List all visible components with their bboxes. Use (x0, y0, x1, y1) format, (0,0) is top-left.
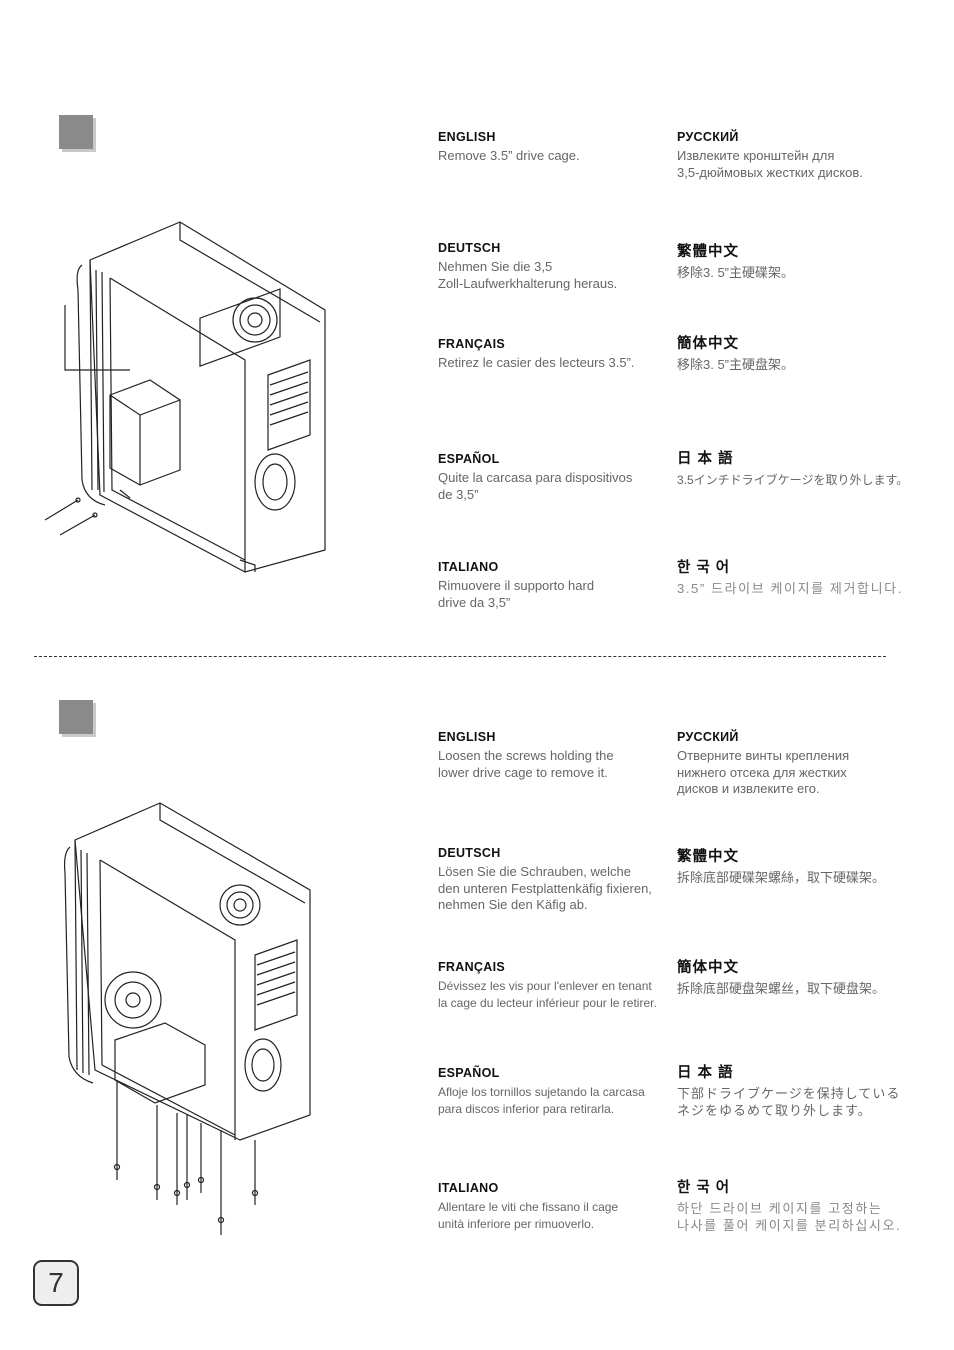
lang-heading: FRANÇAIS (438, 337, 505, 351)
step2-german: DEUTSCH Lösen Sie die Schrauben, welche … (438, 846, 673, 914)
step2-french: FRANÇAIS Dévissez les vis pour l'enlever… (438, 960, 673, 1011)
step1-english: ENGLISH Remove 3.5” drive cage. (438, 130, 673, 165)
lang-heading: РУССКИЙ (677, 130, 739, 144)
step2-italian: ITALIANO Allentare le viti che fissano i… (438, 1181, 673, 1232)
step-1-marker (59, 115, 93, 149)
page-number: 7 (33, 1260, 79, 1306)
case-illustration-step-1 (44, 221, 326, 573)
step1-italian: ITALIANO Rimuovere il supporto hard driv… (438, 560, 673, 611)
lang-text: Nehmen Sie die 3,5 Zoll-Laufwerkhalterun… (438, 259, 618, 291)
lang-text: 하단 드라이브 케이지를 고정하는 나사를 풀어 케이지를 분리하십시오. (677, 1201, 902, 1233)
lang-text: 拆除底部硬碟架螺絲，取下硬碟架。 (677, 870, 886, 885)
section-divider (34, 656, 886, 657)
step2-russian: РУССКИЙ Отверните винты крепления нижнег… (677, 730, 912, 798)
lang-heading: РУССКИЙ (677, 730, 739, 744)
lang-heading: 繁體中文 (677, 244, 739, 260)
lang-heading: ENGLISH (438, 130, 496, 144)
lang-heading: ITALIANO (438, 1181, 499, 1195)
step2-english: ENGLISH Loosen the screws holding the lo… (438, 730, 673, 781)
lang-text: 拆除底部硬盘架螺丝，取下硬盘架。 (677, 981, 886, 996)
lang-heading: DEUTSCH (438, 241, 501, 255)
lang-heading: FRANÇAIS (438, 960, 505, 974)
lang-heading: 日 本 語 (677, 451, 734, 467)
lang-heading: 한 국 어 (677, 560, 731, 576)
lang-heading: ESPAÑOL (438, 1066, 500, 1080)
case-illustration-step-2 (63, 802, 311, 1235)
lang-heading: 繁體中文 (677, 849, 739, 865)
lang-text: Loosen the screws holding the lower driv… (438, 748, 614, 780)
step2-spanish: ESPAÑOL Afloje los tornillos sujetando l… (438, 1066, 673, 1117)
lang-text: Retirez le casier des lecteurs 3.5”. (438, 355, 635, 370)
lang-text: 移除3. 5”主硬盘架。 (677, 357, 795, 372)
step1-spanish: ESPAÑOL Quite la carcasa para dispositiv… (438, 452, 673, 503)
lang-text: Lösen Sie die Schrauben, welche den unte… (438, 864, 652, 912)
lang-heading: 한 국 어 (677, 1180, 731, 1196)
step2-traditional-chinese: 繁體中文 拆除底部硬碟架螺絲，取下硬碟架。 (677, 845, 927, 887)
lang-text: 3.5” 드라이브 케이지를 제거합니다. (677, 581, 903, 596)
lang-text: Remove 3.5” drive cage. (438, 148, 580, 163)
step2-korean: 한 국 어 하단 드라이브 케이지를 고정하는 나사를 풀어 케이지를 분리하십… (677, 1176, 927, 1234)
lang-heading: 簡体中文 (677, 336, 739, 352)
lang-heading: DEUTSCH (438, 846, 501, 860)
lang-text: 下部ドライブケージを保持している ネジをゆるめて取り外します。 (677, 1086, 901, 1118)
step1-russian: РУССКИЙ Извлеките кронштейн для 3,5-дюйм… (677, 130, 912, 181)
lang-heading: ITALIANO (438, 560, 499, 574)
step2-japanese: 日 本 語 下部ドライブケージを保持している ネジをゆるめて取り外します。 (677, 1061, 927, 1119)
lang-heading: 簡体中文 (677, 960, 739, 976)
step1-german: DEUTSCH Nehmen Sie die 3,5 Zoll-Laufwerk… (438, 241, 673, 292)
step1-french: FRANÇAIS Retirez le casier des lecteurs … (438, 337, 673, 372)
step1-korean: 한 국 어 3.5” 드라이브 케이지를 제거합니다. (677, 556, 927, 598)
lang-text: Извлеките кронштейн для 3,5-дюймовых жес… (677, 148, 863, 180)
step1-japanese: 日 本 語 3.5インチドライブケージを取り外します。 (677, 447, 927, 489)
step1-simplified-chinese: 簡体中文 移除3. 5”主硬盘架。 (677, 332, 912, 374)
lang-heading: ENGLISH (438, 730, 496, 744)
lang-text: Afloje los tornillos sujetando la carcas… (438, 1085, 645, 1116)
lang-text: Отверните винты крепления нижнего отсека… (677, 748, 850, 796)
lang-text: Rimuovere il supporto hard drive da 3,5” (438, 578, 595, 610)
lang-text: Dévissez les vis pour l'enlever en tenan… (438, 979, 657, 1010)
step-2-marker (59, 700, 93, 734)
lang-text: 移除3. 5”主硬碟架。 (677, 265, 795, 280)
lang-text: Quite la carcasa para dispositivos de 3,… (438, 470, 633, 502)
lang-heading: 日 本 語 (677, 1065, 734, 1081)
lang-text: Allentare le viti che fissano il cage un… (438, 1200, 619, 1231)
lang-heading: ESPAÑOL (438, 452, 500, 466)
lang-text: 3.5インチドライブケージを取り外します。 (677, 473, 909, 487)
step2-simplified-chinese: 簡体中文 拆除底部硬盘架螺丝，取下硬盘架。 (677, 956, 927, 998)
step1-traditional-chinese: 繁體中文 移除3. 5”主硬碟架。 (677, 240, 912, 282)
